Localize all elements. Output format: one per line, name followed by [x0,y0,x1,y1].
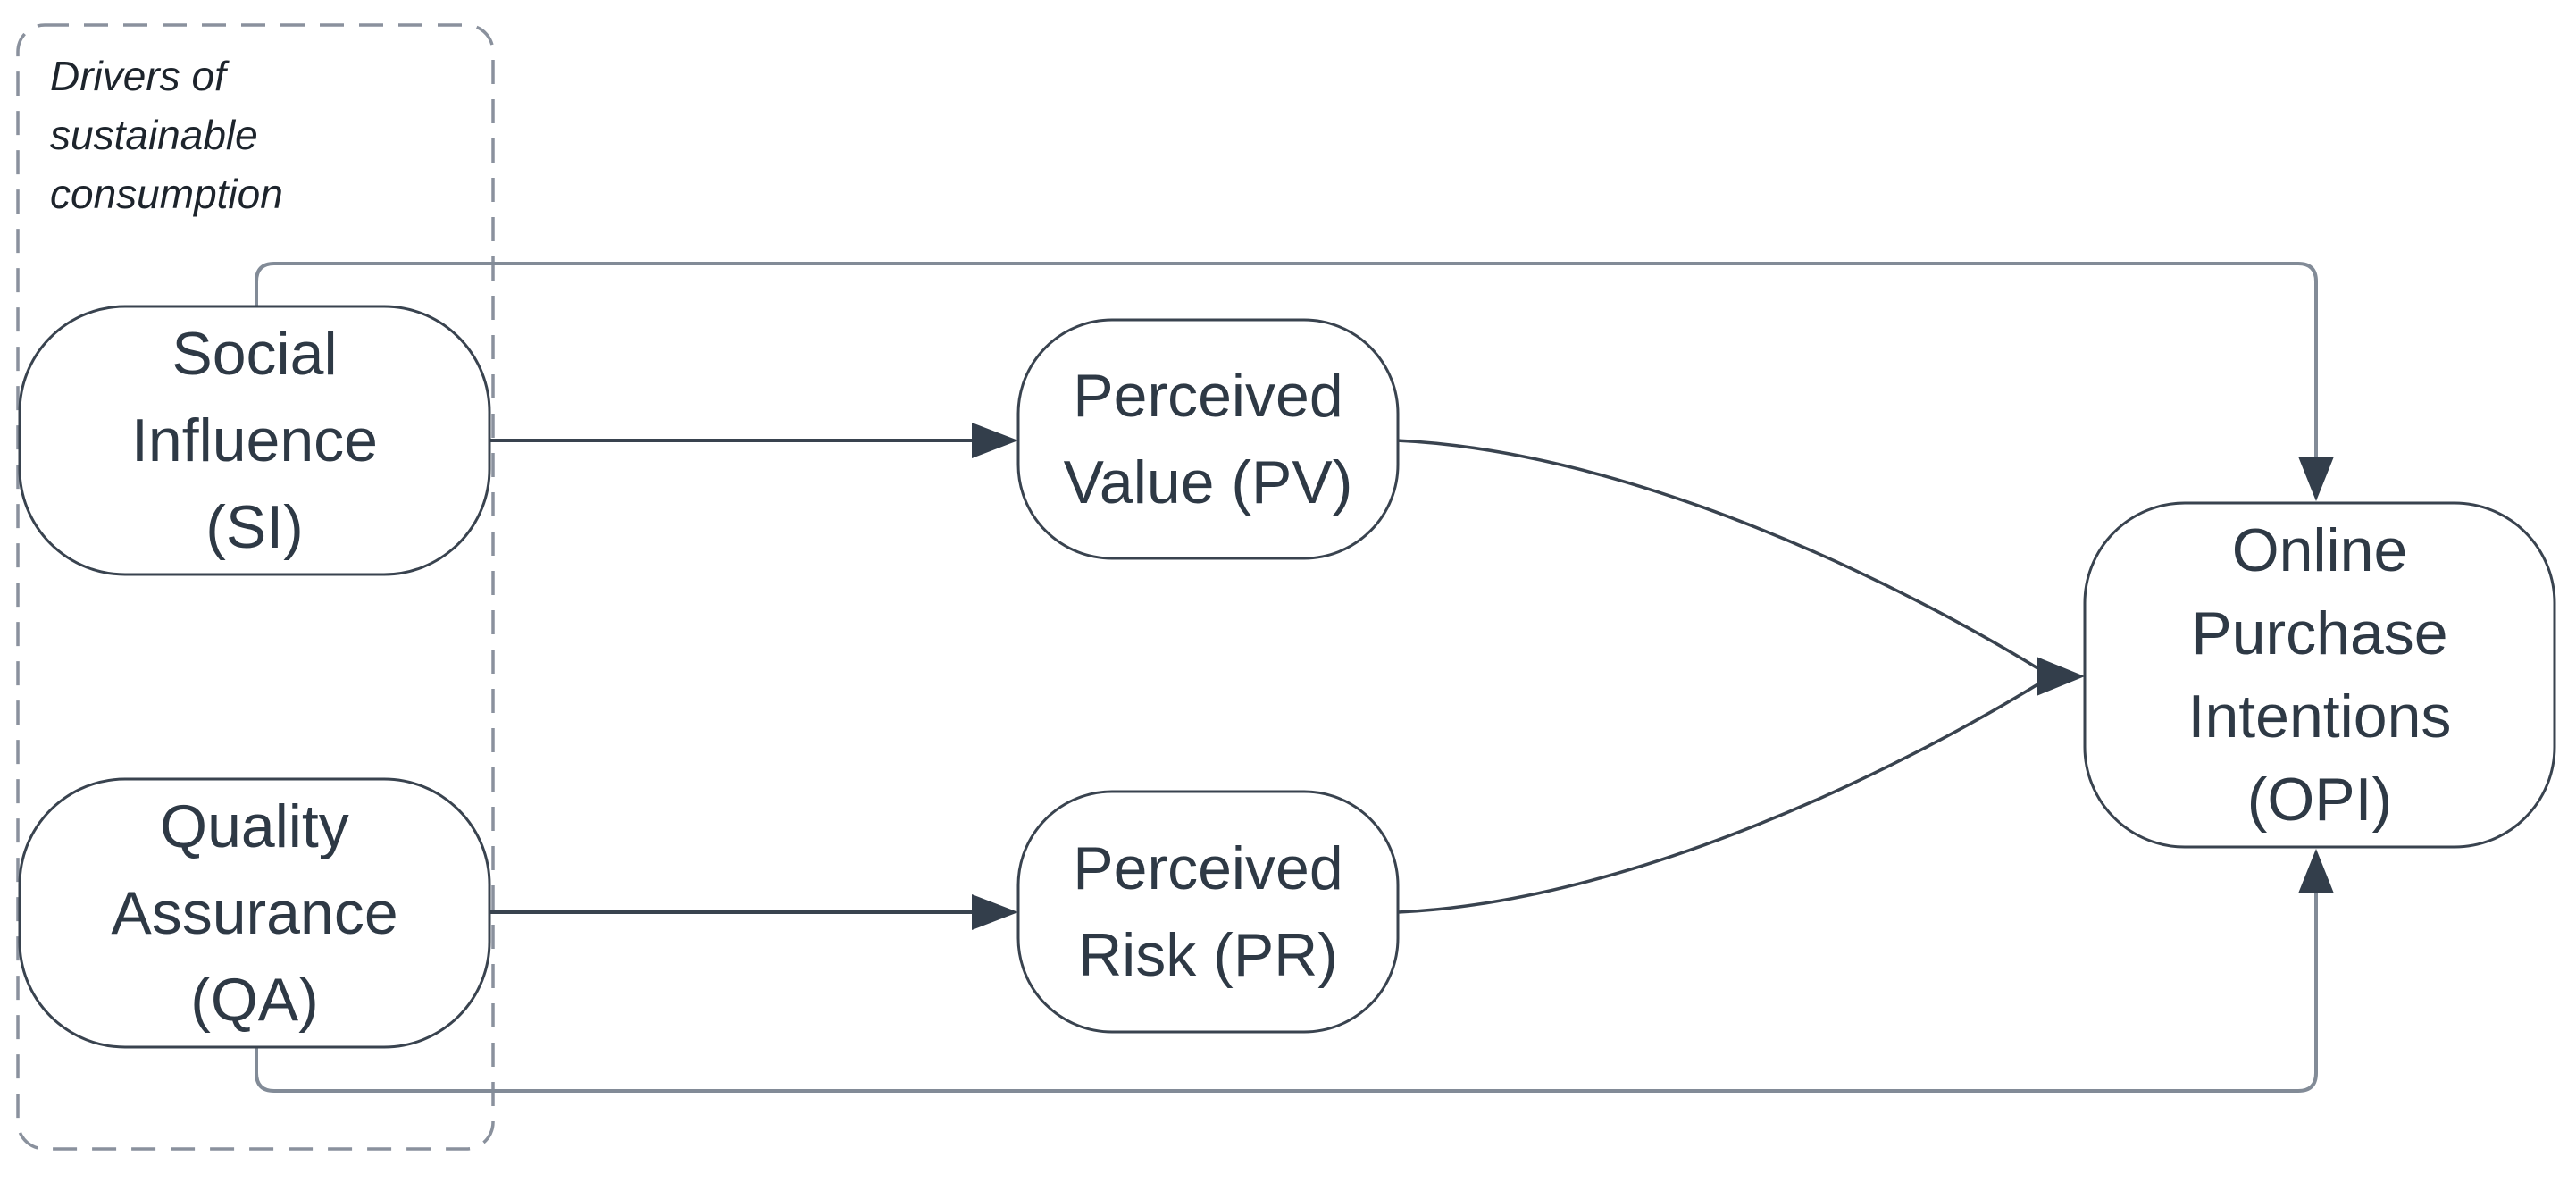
edge-pv-opi-curve [1395,439,2040,671]
arrowhead-into-opi-left-icon [2037,657,2085,696]
si-node-shape [18,305,491,576]
drivers-group-outline [16,23,495,1151]
arrowhead-into-opi-top-icon [2298,457,2334,501]
arrowhead-into-pv-icon [972,423,1018,458]
arrowhead-into-pr-icon [972,894,1018,930]
opi-node-shape [2083,501,2556,849]
pv-node-shape [1016,318,1400,560]
arrowhead-into-opi-bottom-icon [2298,849,2334,893]
qa-node-shape [18,777,491,1049]
edge-si-opi-top-route [255,262,2318,458]
edge-qa-opi-bottom-route [255,893,2318,1093]
edge-pr-opi-curve [1397,682,2040,914]
pr-node-shape [1016,790,1400,1034]
